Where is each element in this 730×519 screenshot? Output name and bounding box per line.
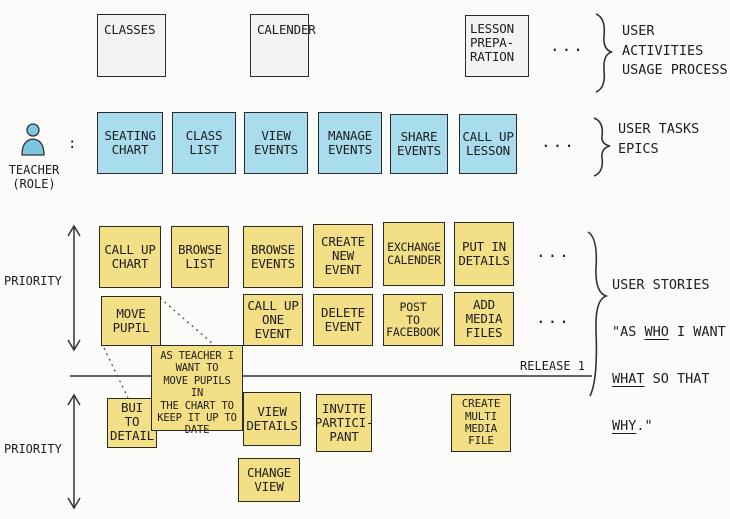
- brace-tasks: [593, 117, 611, 177]
- story-card-view-details: VIEW DETAILS: [243, 392, 301, 446]
- task-card-seating-chart: SEATING CHART: [97, 112, 163, 174]
- story-card-build-to-detail: BUI TO DETAIL: [107, 398, 157, 448]
- story-card-delete-event: DELETE EVENT: [313, 294, 373, 346]
- story-card-create-multi-media-file: CREATE MULTI MEDIA FILE: [451, 394, 511, 452]
- legend-i-want: I WANT: [668, 323, 726, 340]
- brace-activities: [595, 13, 613, 93]
- legend-why: WHY: [612, 418, 637, 435]
- story-card-add-media-files: ADD MEDIA FILES: [454, 292, 514, 346]
- priority-label-top: PRIORITY: [4, 274, 62, 288]
- user-story-callout: AS TEACHER I WANT TO MOVE PUPILS IN THE …: [151, 345, 243, 436]
- activity-card-lesson-preparation: LESSON PREPA- RATION: [465, 15, 529, 77]
- legend-stories-title: USER STORIES: [612, 276, 710, 293]
- teacher-role-label: TEACHER (ROLE): [8, 163, 60, 192]
- release-label: RELEASE 1: [520, 359, 586, 373]
- teacher-colon: :: [68, 136, 77, 152]
- task-card-manage-events: MANAGE EVENTS: [318, 112, 382, 174]
- task-card-call-up-lesson: CALL UP LESSON: [459, 114, 517, 174]
- task-card-share-events: SHARE EVENTS: [390, 114, 448, 174]
- stories-row1-ellipsis: ...: [536, 242, 571, 261]
- story-card-exchange-calender: EXCHANGE CALENDER: [383, 222, 445, 286]
- legend-tasks: USER TASKS EPICS: [618, 121, 700, 157]
- legend-so-that: SO THAT: [644, 371, 710, 388]
- legend-quote-open: "AS: [612, 323, 645, 340]
- story-card-call-up-chart: CALL UP CHART: [99, 226, 161, 288]
- task-card-view-events: VIEW EVENTS: [244, 112, 308, 174]
- story-card-post-to-facebook: POST TO FACEBOOK: [383, 294, 443, 346]
- activities-ellipsis: ...: [550, 36, 585, 55]
- priority-arrow-top: [67, 224, 81, 352]
- teacher-icon: [21, 123, 45, 156]
- story-card-browse-list: BROWSE LIST: [171, 226, 229, 288]
- activity-card-classes: CLASSES: [97, 14, 166, 77]
- story-card-browse-events: BROWSE EVENTS: [243, 226, 303, 288]
- brace-stories: [587, 231, 609, 397]
- tasks-ellipsis: ...: [541, 132, 576, 151]
- priority-label-bottom: PRIORITY: [4, 442, 62, 456]
- story-card-call-up-one-event: CALL UP ONE EVENT: [243, 294, 303, 346]
- story-card-change-view: CHANGE VIEW: [238, 458, 300, 502]
- story-card-invite-participant: INVITE PARTICI- PANT: [315, 394, 374, 452]
- story-card-put-in-details: PUT IN DETAILS: [454, 222, 514, 286]
- callout-dotted-lines: [103, 297, 221, 399]
- task-card-class-list: CLASS LIST: [172, 112, 236, 174]
- story-card-move-pupil: MOVE PUPIL: [101, 296, 161, 346]
- story-card-create-new-event: CREATE NEW EVENT: [313, 224, 373, 288]
- stories-row2-ellipsis: ...: [536, 308, 571, 327]
- legend-quote-close: .": [636, 418, 653, 435]
- legend-stories: USER STORIES "AS WHO I WANT WHAT SO THAT…: [612, 250, 726, 439]
- legend-what: WHAT: [612, 371, 645, 388]
- legend-activities: USER ACTIVITIES USAGE PROCESS: [622, 23, 728, 79]
- activity-card-calender: CALENDER: [250, 14, 316, 77]
- priority-arrow-bottom: [67, 393, 81, 510]
- legend-who: WHO: [644, 323, 669, 340]
